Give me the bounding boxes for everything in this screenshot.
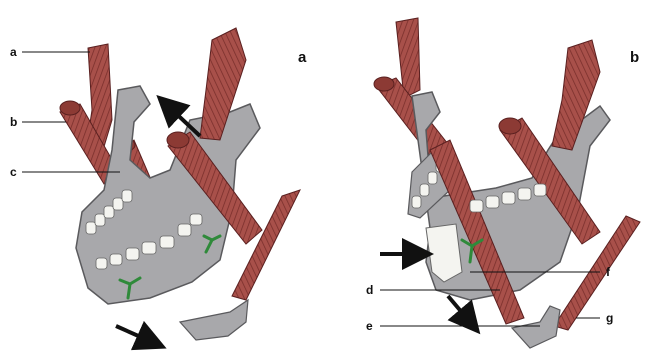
label-b: b bbox=[10, 115, 17, 129]
arrow-down-b bbox=[448, 296, 470, 322]
panel-label-b: b bbox=[630, 49, 639, 66]
arrow-down-a bbox=[116, 326, 152, 342]
label-c: c bbox=[10, 165, 17, 179]
hyoid-a bbox=[180, 300, 248, 340]
label-a: a bbox=[10, 45, 17, 59]
panel-a bbox=[22, 28, 300, 342]
panel-b bbox=[374, 18, 640, 348]
panel-label-a: a bbox=[298, 49, 307, 66]
label-d: d bbox=[366, 283, 373, 297]
label-g: g bbox=[606, 311, 613, 325]
label-e: e bbox=[366, 319, 373, 333]
